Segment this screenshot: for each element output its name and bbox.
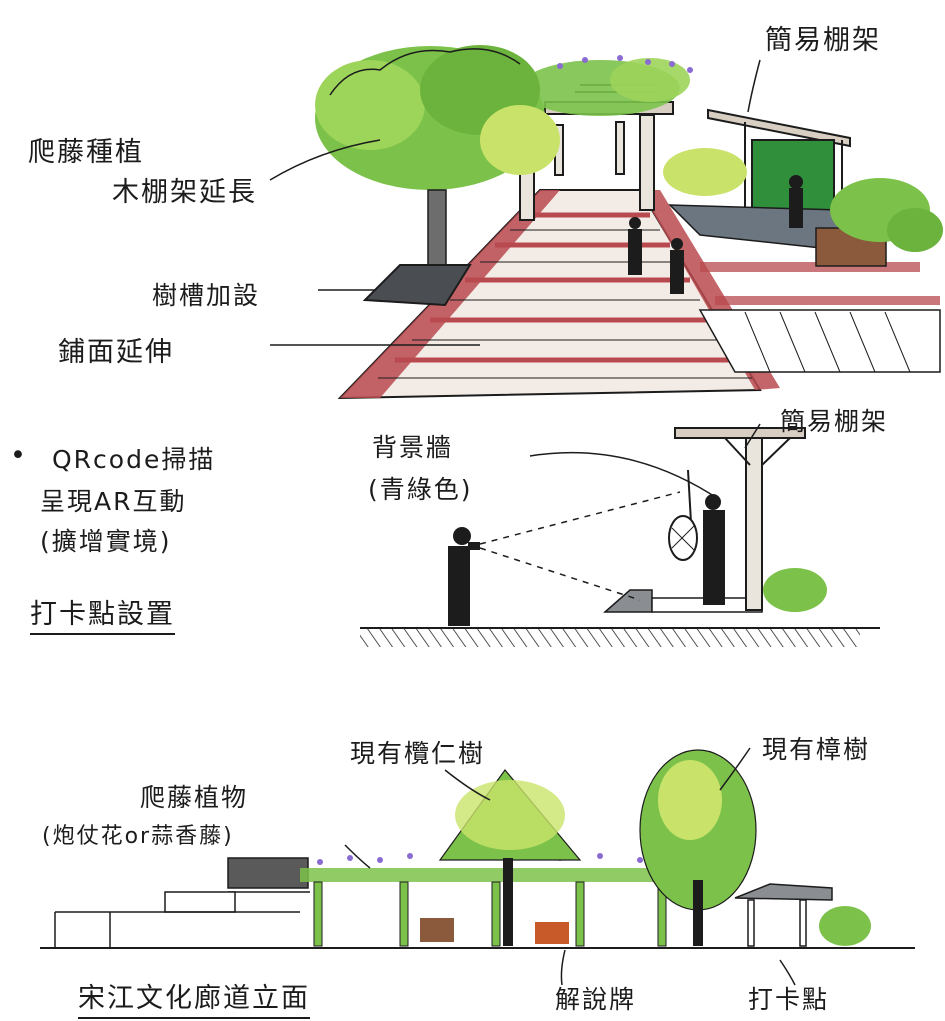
label-teal-color: (青綠色) [368, 475, 473, 504]
leader-lines-2 [529, 423, 761, 501]
interpretive-sign-2 [535, 922, 569, 944]
label-tree-pit: 樹槽加設 [152, 281, 261, 310]
label-pergola-extension: 木棚架延長 [112, 177, 257, 208]
label-climber-species: (炮仗花or蒜香藤) [42, 824, 234, 849]
label-checkin-point: 打卡點 [748, 985, 830, 1014]
elevation-sketch [40, 747, 915, 986]
label-augmented-reality: (擴增實境) [40, 527, 172, 556]
leader-lines-3 [344, 747, 796, 986]
label-olive-tree: 現有欖仁樹 [350, 739, 486, 768]
figure-with-shield [668, 469, 725, 605]
label-vine-planting: 爬藤種植 [28, 137, 144, 168]
tree-pit [362, 264, 472, 307]
label-camphor-tree: 現有樟樹 [762, 735, 871, 764]
existing-building [54, 857, 310, 948]
shrubs-right [663, 148, 943, 252]
simple-shelter-section [674, 427, 806, 611]
shrub-elevation [819, 906, 871, 946]
simple-shelter-perspective [668, 108, 887, 267]
elevation-title: 宋江文化廊道立面 [78, 976, 310, 1019]
perspective-sketch [269, 45, 943, 400]
people-perspective [628, 217, 684, 294]
plaza-paving [698, 309, 941, 373]
vine-foliage-pergola [520, 55, 693, 116]
leader-lines-1 [269, 59, 761, 346]
label-climbing-plants: 爬藤植物 [140, 783, 249, 812]
label-ar-interaction: 呈現AR互動 [40, 487, 187, 516]
label-paving-extension: 鋪面延伸 [58, 337, 174, 368]
view-lines [479, 491, 681, 601]
shrub-section [763, 568, 827, 612]
label-simple-shelter-top: 簡易棚架 [765, 25, 881, 56]
pergola-corridor [300, 853, 680, 947]
label-interpretive-sign: 解說牌 [555, 985, 637, 1014]
tree-left [315, 45, 560, 276]
olive-tree [438, 769, 582, 946]
checkin-shelter-elevation [734, 883, 833, 947]
label-simple-shelter-section: 簡易棚架 [780, 407, 889, 436]
checkin-section-sketch [360, 423, 880, 647]
label-qr-scan: QRcode掃描 [52, 445, 216, 474]
photographer-figure [448, 527, 480, 626]
bullet-point: • [10, 440, 28, 471]
checkin-setup-title: 打卡點設置 [30, 592, 175, 635]
camphor-tree [639, 749, 757, 946]
label-background-wall: 背景牆 [372, 433, 454, 462]
interpretive-sign-1 [420, 918, 454, 942]
